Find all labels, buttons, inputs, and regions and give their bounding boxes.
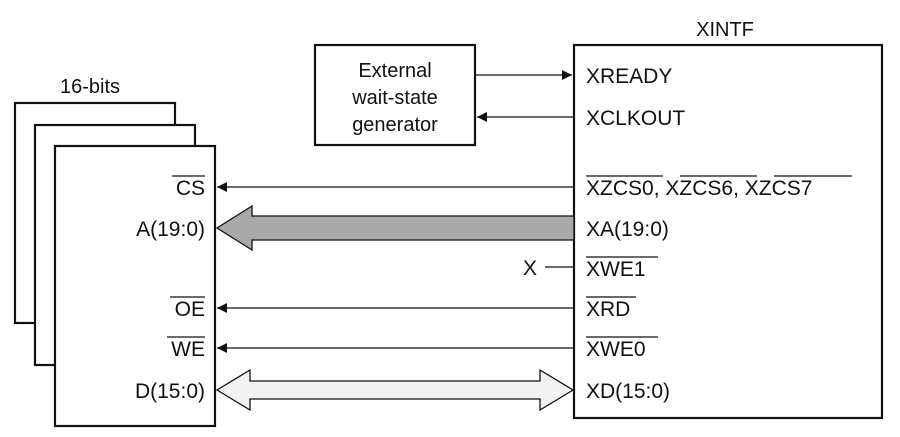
- wait-state-generator-line1: External: [358, 60, 431, 82]
- xd-label: XD(15:0): [586, 380, 670, 403]
- xintf-title: XINTF: [696, 19, 754, 41]
- unconnected-marker: X: [523, 257, 537, 280]
- xwe0-label: XWE0: [586, 338, 646, 361]
- xzcs0-label: XZCS0: [586, 177, 654, 200]
- xzcs6-label: XZCS6: [665, 177, 733, 200]
- xintf-box: [572, 43, 884, 420]
- oe-label: OE: [175, 298, 205, 321]
- cs-label: CS: [176, 177, 205, 200]
- data-bus-arrow: [215, 368, 575, 412]
- memory-width-label: 16-bits: [60, 76, 120, 98]
- wait-state-generator-box: [313, 43, 477, 147]
- memory-device-front: [53, 144, 217, 428]
- wait-state-generator-line2: wait-state: [351, 87, 438, 109]
- xready-label: XREADY: [586, 65, 672, 88]
- xa-label: XA(19:0): [586, 218, 669, 241]
- xclkout-label: XCLKOUT: [586, 107, 685, 130]
- xzcs-line: XZCS0, XZCS6, XZCS7: [586, 177, 812, 200]
- xrd-label: XRD: [586, 298, 630, 321]
- xzcs-separator-2: ,: [733, 177, 739, 200]
- address-label: A(19:0): [136, 218, 205, 241]
- we-label: WE: [171, 338, 205, 361]
- xzcs-separator-1: ,: [654, 177, 660, 200]
- xwe1-label: XWE1: [586, 258, 646, 281]
- xzcs7-label: XZCS7: [745, 177, 813, 200]
- address-bus-arrow: [215, 204, 575, 252]
- wait-state-generator-line3: generator: [352, 114, 438, 136]
- data-label: D(15:0): [135, 380, 205, 403]
